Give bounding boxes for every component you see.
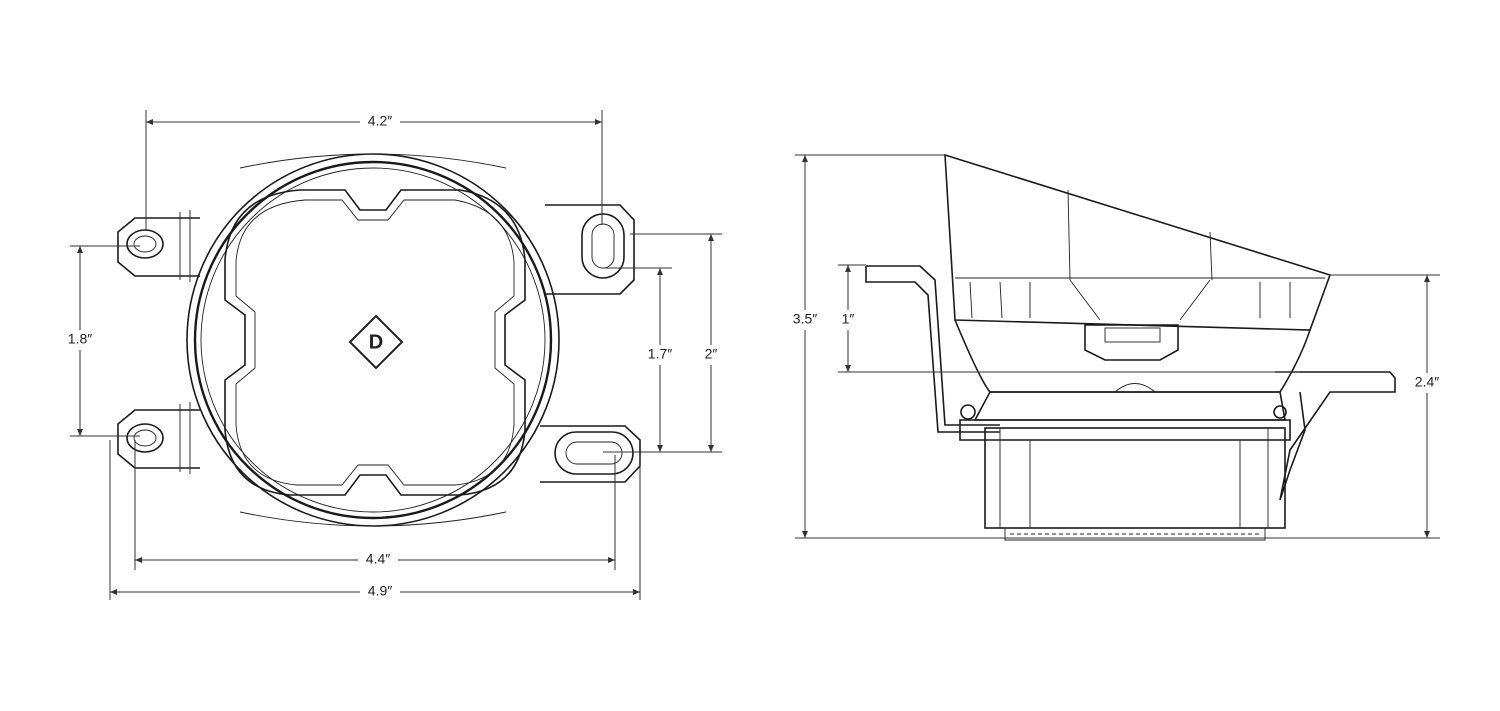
heatsink-body	[959, 391, 1291, 541]
dim-3-5: 3.5″	[793, 311, 817, 327]
bracket	[865, 265, 1396, 501]
mounting-tab-top-right	[545, 204, 635, 295]
mounting-tab-bottom-right	[540, 425, 641, 483]
dimension-lines-side	[795, 154, 1440, 539]
hood-visor	[944, 153, 1332, 331]
logo-letter: D	[369, 331, 383, 353]
dim-2: 2″	[705, 346, 718, 362]
brand-logo: D	[348, 314, 404, 370]
dim-4-9: 4.9″	[368, 583, 392, 599]
lens-outline	[224, 189, 526, 496]
dim-1-7: 1.7″	[648, 346, 672, 362]
front-view: D 4.2″ 1.8″ 1.7″ 2″ 4.4″ 4.9″	[62, 110, 722, 602]
dim-1-8: 1.8″	[68, 331, 92, 347]
mounting-tab-bottom-left	[117, 402, 200, 474]
dim-1: 1″	[842, 311, 855, 327]
dim-4-2: 4.2″	[368, 113, 392, 129]
dimension-lines-front	[70, 110, 722, 600]
side-view: 3.5″ 1″ 2.4″	[787, 153, 1445, 541]
dim-2-4: 2.4″	[1415, 374, 1439, 390]
lens-body	[954, 279, 1311, 393]
dim-4-4: 4.4″	[366, 551, 390, 567]
